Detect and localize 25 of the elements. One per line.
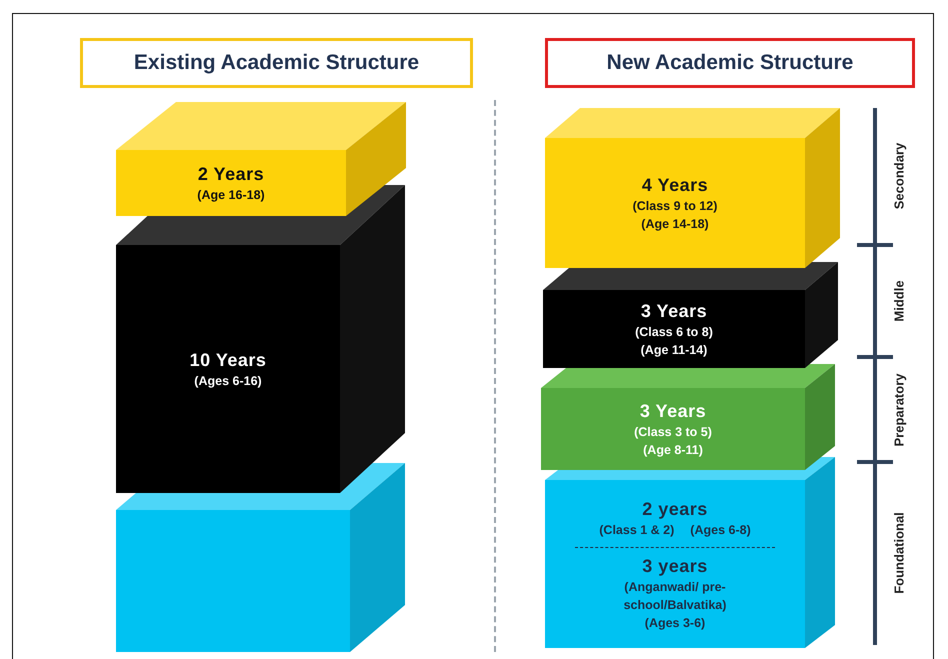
duration-label: 4 Years [642,174,708,197]
heading-box: Existing Academic Structure [80,38,473,88]
duration-label: 3 Years [640,400,706,423]
stage-label: Preparatory [892,374,906,446]
stage-label: Foundational [892,512,906,594]
detail-text: (Ages 3-6) [644,614,706,632]
detail-text: (Age 16-18) [197,187,265,204]
duration-label: 3 years [642,554,708,578]
detail-text: (Ages 6-16) [194,373,262,390]
detail-text: (Age 8-11) [643,442,703,459]
detail-text: (Age 14-18) [641,216,709,233]
detail-text: (Anganwadi/ pre-school/Balvatika) [622,578,728,614]
duration-label: 10 Years [190,349,266,372]
detail-text: (Class 1 & 2) [599,522,674,538]
duration-label: 3 Years [640,300,708,323]
duration-label: 2 Years [198,163,264,186]
stage-label: Middle [892,280,906,322]
detail-text: (Age 11-14) [640,342,708,359]
detail-text: (Class 3 to 5) [634,424,712,441]
detail-text: (Ages 6-8) [690,522,751,538]
detail-text: (Class 9 to 12) [632,198,718,215]
stage-label: Secondary [892,142,906,210]
detail-text: (Class 6 to 8) [635,324,713,341]
duration-label: 2 years [642,498,708,520]
heading-box: New Academic Structure [545,38,915,88]
